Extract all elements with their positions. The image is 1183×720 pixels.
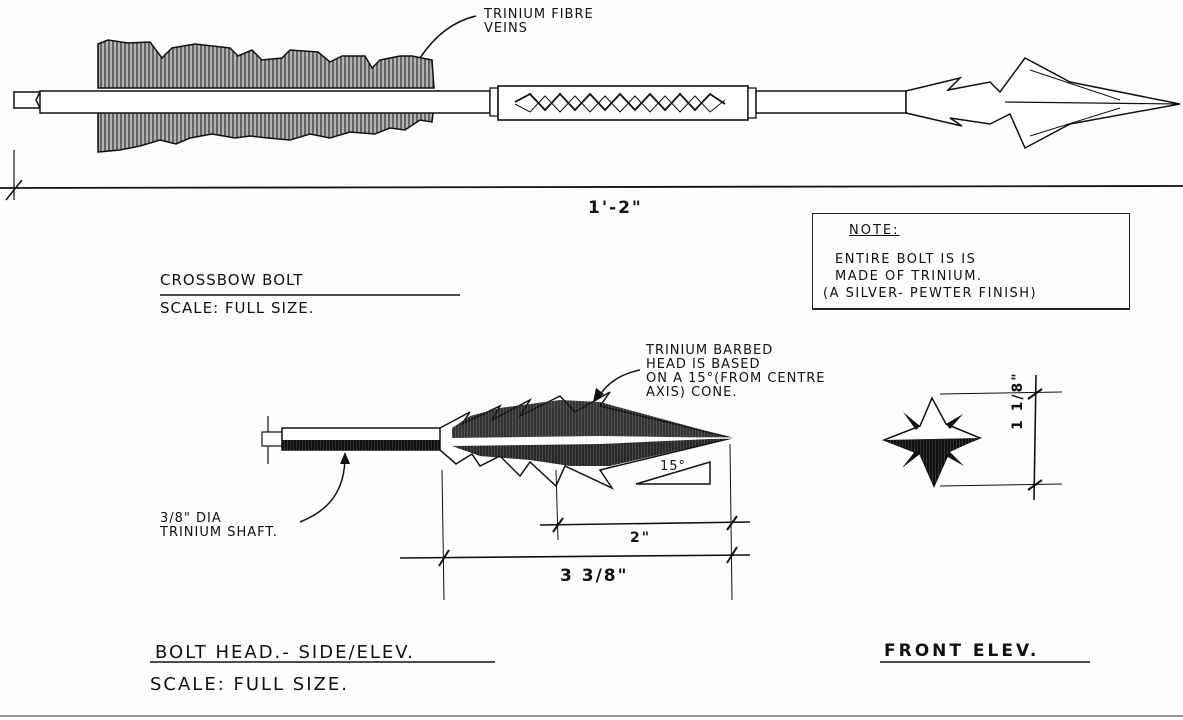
upper-fletching — [97, 39, 435, 89]
fibre-callout: TRINIUM FIBRE VEINS — [484, 8, 594, 36]
note-line-2: MADE OF TRINIUM. — [835, 269, 983, 284]
dim-head-label: 2" — [630, 530, 652, 546]
dim-line-total — [399, 554, 751, 559]
fibre-callout-line-1: TRINIUM FIBRE — [484, 7, 594, 22]
shaft-callout-line-2: TRINIUM SHAFT. — [160, 525, 278, 540]
front-elevation-view — [881, 374, 1063, 501]
head-callout-line-3: ON A 15°(FROM CENTRE — [646, 371, 826, 386]
front-elevation-title: FRONT ELEV. — [884, 641, 1040, 661]
overall-dimension-line — [0, 185, 1183, 189]
dim-total-label: 3 3/8" — [560, 566, 629, 586]
shaft-callout: 3/8" DIA TRINIUM SHAFT. — [160, 512, 278, 540]
head-callout: TRINIUM BARBED HEAD IS BASED ON A 15°(FR… — [646, 344, 826, 400]
nock — [13, 91, 42, 109]
dim-front-label: 1 1/8" — [1010, 371, 1026, 430]
drawing-title: CROSSBOW BOLT — [160, 271, 304, 289]
dim-line-head — [539, 521, 751, 526]
note-line-3: (A SILVER- PEWTER FINISH) — [823, 286, 1038, 301]
drawing-title-scale: SCALE: FULL SIZE. — [160, 299, 315, 317]
angle-triangle — [635, 460, 711, 485]
bolt-shaft — [39, 90, 491, 114]
full-bolt-view — [0, 15, 1183, 201]
bolt-head-side-view — [261, 369, 751, 601]
overall-length-label: 1'-2" — [588, 198, 643, 218]
angle-label: 15° — [660, 459, 687, 474]
note-line-1: ENTIRE BOLT IS IS — [835, 252, 977, 267]
shaft-callout-line-1: 3/8" DIA — [160, 511, 222, 526]
fibre-callout-line-2: VEINS — [484, 21, 528, 36]
head-callout-line-4: AXIS) CONE. — [646, 385, 738, 400]
dim-line-front — [1033, 374, 1037, 501]
head-callout-line-1: TRINIUM BARBED — [646, 343, 774, 358]
note-box: NOTE: ENTIRE BOLT IS IS MADE OF TRINIUM.… — [812, 213, 1130, 310]
head-callout-line-2: HEAD IS BASED — [646, 357, 761, 372]
side-elevation-scale: SCALE: FULL SIZE. — [150, 674, 349, 695]
decorated-collar — [497, 85, 749, 121]
side-elevation-title: BOLT HEAD.- SIDE/ELEV. — [155, 642, 416, 663]
lower-fletching — [97, 103, 435, 153]
note-heading: NOTE: — [849, 223, 900, 238]
